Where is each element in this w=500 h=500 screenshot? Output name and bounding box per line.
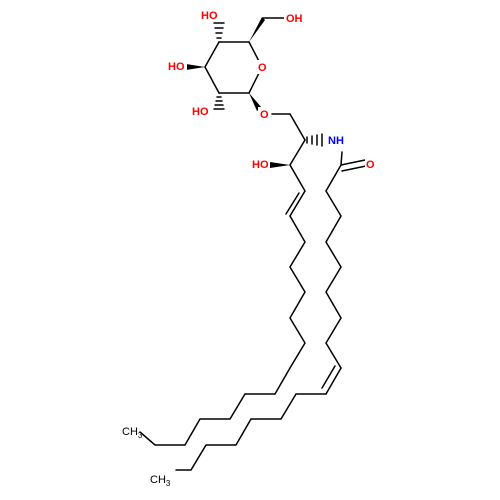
label-ho-sphingoid: HO: [252, 159, 269, 171]
acyl-chain-upper: [325, 164, 342, 369]
label-o-glycosidic: O: [260, 109, 269, 121]
label-o-carbonyl: O: [366, 159, 375, 171]
bond-c2-c3: [289, 139, 306, 166]
sphingoid-backbone: [139, 113, 323, 446]
label-ho-c3: HO: [168, 61, 185, 73]
hash-c2-oh: [213, 96, 225, 110]
wedge-c5-c6: [249, 17, 265, 42]
bond-c4-c5: [289, 190, 306, 217]
sugar-ring: [186, 17, 286, 111]
label-ho-c4: HO: [201, 10, 218, 22]
ch3-acyl-text: CH: [150, 474, 166, 486]
atom-labels: HO OH HO O HO O NH HO O CH3 CH3: [122, 8, 377, 488]
sphingoid-chain-a: [139, 215, 306, 446]
ch3-sphingoid-text: CH: [122, 426, 138, 438]
bond-c-o-double: [341, 165, 367, 172]
bond-c2-c3: [204, 66, 220, 94]
acyl-chain: [175, 151, 367, 471]
bond-ch2-c2: [289, 113, 306, 141]
label-nh: NH: [328, 135, 344, 147]
wedge-c3-ho: [270, 162, 290, 168]
bond-cis-double-inner: [321, 365, 336, 389]
wedge-c1-o: [249, 93, 262, 111]
bond-c4-c5-double: [285, 192, 300, 215]
ch3-acyl-text-subscript: 3: [166, 479, 171, 488]
label-ch3-acyl: CH3: [150, 474, 171, 488]
bond-c3-c4: [289, 164, 306, 192]
hash-c4-oh: [213, 22, 225, 43]
bond-cis-double: [325, 367, 342, 395]
bond-n-co: [340, 151, 343, 166]
acyl-chain-lower: [175, 393, 327, 471]
label-oh-c6: OH: [286, 13, 303, 25]
wedge-c3-oh: [186, 64, 205, 70]
bond-c-o: [340, 159, 366, 166]
bond-c3-c4: [204, 41, 220, 68]
ch3-sphingoid-text-subscript: 3: [138, 431, 143, 440]
label-ho-c2: HO: [192, 106, 209, 118]
label-o-ring: O: [258, 62, 267, 74]
label-ch3-sphingoid: CH3: [122, 426, 143, 440]
hash-c2-n: [306, 133, 323, 147]
